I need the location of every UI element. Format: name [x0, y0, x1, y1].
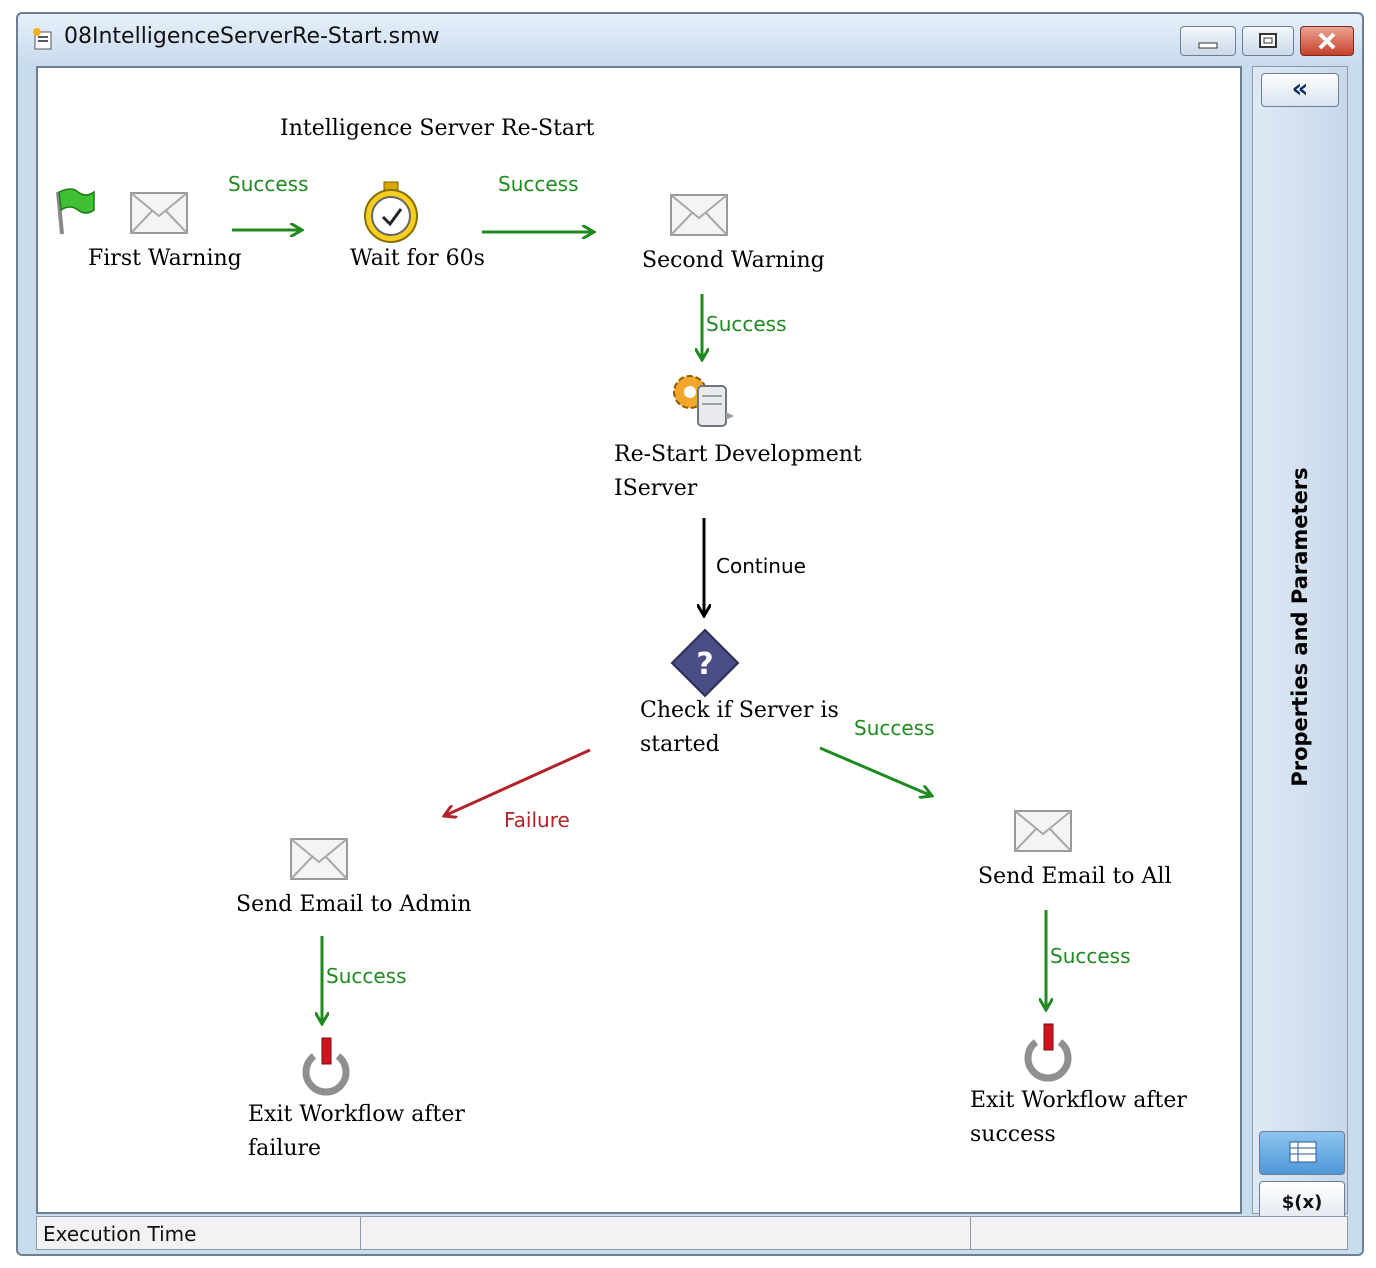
- node-check-line1[interactable]: Check if Server is: [640, 698, 839, 723]
- node-first-warning[interactable]: First Warning: [88, 246, 242, 271]
- start-flag-icon: [56, 188, 95, 235]
- window-title: 08IntelligenceServerRe-Start.smw: [64, 24, 440, 49]
- connector-label-continue: Continue: [716, 554, 806, 578]
- node-exit-fail-line1[interactable]: Exit Workflow after: [248, 1102, 465, 1127]
- node-wait[interactable]: Wait for 60s: [350, 246, 485, 271]
- maximize-button[interactable]: [1242, 26, 1294, 56]
- server-restart-icon[interactable]: [668, 372, 738, 434]
- node-exit-ok-line2[interactable]: success: [970, 1122, 1056, 1147]
- workflow-canvas[interactable]: Intelligence Server Re-Start First Warni…: [36, 66, 1242, 1214]
- status-cell-execution-time: Execution Time: [37, 1217, 361, 1249]
- table-icon: [1289, 1141, 1317, 1163]
- status-cell: [971, 1217, 1347, 1249]
- workflow-file-icon: [33, 28, 52, 50]
- workflow-heading: Intelligence Server Re-Start: [280, 116, 595, 141]
- node-check-line2[interactable]: started: [640, 732, 720, 757]
- node-restart-line1[interactable]: Re-Start Development: [614, 442, 862, 467]
- email-envelope-icon[interactable]: [290, 838, 348, 880]
- collapse-panel-button[interactable]: «: [1261, 73, 1339, 107]
- close-icon: [1318, 32, 1336, 50]
- power-exit-icon[interactable]: [298, 1036, 354, 1096]
- workflow-window: 08IntelligenceServerRe-Start.smw: [16, 12, 1364, 1256]
- status-bar: Execution Time: [36, 1216, 1348, 1250]
- connector-label-success: Success: [326, 964, 407, 988]
- connector-label-failure: Failure: [504, 808, 570, 832]
- arrow-check-to-all[interactable]: [819, 746, 932, 796]
- panel-title: Properties and Parameters: [1288, 467, 1312, 787]
- decision-question-icon[interactable]: ?: [670, 628, 740, 698]
- node-email-admin[interactable]: Send Email to Admin: [236, 892, 472, 917]
- close-button[interactable]: [1300, 26, 1354, 56]
- node-second-warning[interactable]: Second Warning: [642, 248, 825, 273]
- connector-label-success: Success: [228, 172, 309, 196]
- connector-label-success: Success: [854, 716, 935, 740]
- email-envelope-icon[interactable]: [130, 192, 188, 234]
- properties-panel: « Properties and Parameters $(x): [1252, 66, 1348, 1225]
- status-cell: [361, 1217, 971, 1249]
- maximize-icon: [1259, 33, 1277, 48]
- email-envelope-icon[interactable]: [670, 194, 728, 236]
- execution-time-label: Execution Time: [43, 1222, 197, 1246]
- arrow-check-to-admin[interactable]: [444, 748, 591, 816]
- minimize-icon: [1198, 42, 1218, 49]
- node-exit-fail-line2[interactable]: failure: [248, 1136, 322, 1161]
- minimize-button[interactable]: [1180, 26, 1236, 56]
- svg-text:?: ?: [696, 647, 713, 682]
- stopwatch-icon[interactable]: [360, 180, 422, 244]
- power-exit-icon[interactable]: [1020, 1022, 1076, 1082]
- title-bar: 08IntelligenceServerRe-Start.smw: [18, 14, 1362, 66]
- connector-arrows: [232, 68, 1240, 1212]
- properties-table-button[interactable]: [1259, 1131, 1345, 1175]
- node-email-all[interactable]: Send Email to All: [978, 864, 1172, 889]
- connector-label-success: Success: [1050, 944, 1131, 968]
- email-envelope-icon[interactable]: [1014, 810, 1072, 852]
- connector-label-success: Success: [706, 312, 787, 336]
- node-restart-line2[interactable]: IServer: [614, 476, 698, 501]
- node-exit-ok-line1[interactable]: Exit Workflow after: [970, 1088, 1187, 1113]
- connector-label-success: Success: [498, 172, 579, 196]
